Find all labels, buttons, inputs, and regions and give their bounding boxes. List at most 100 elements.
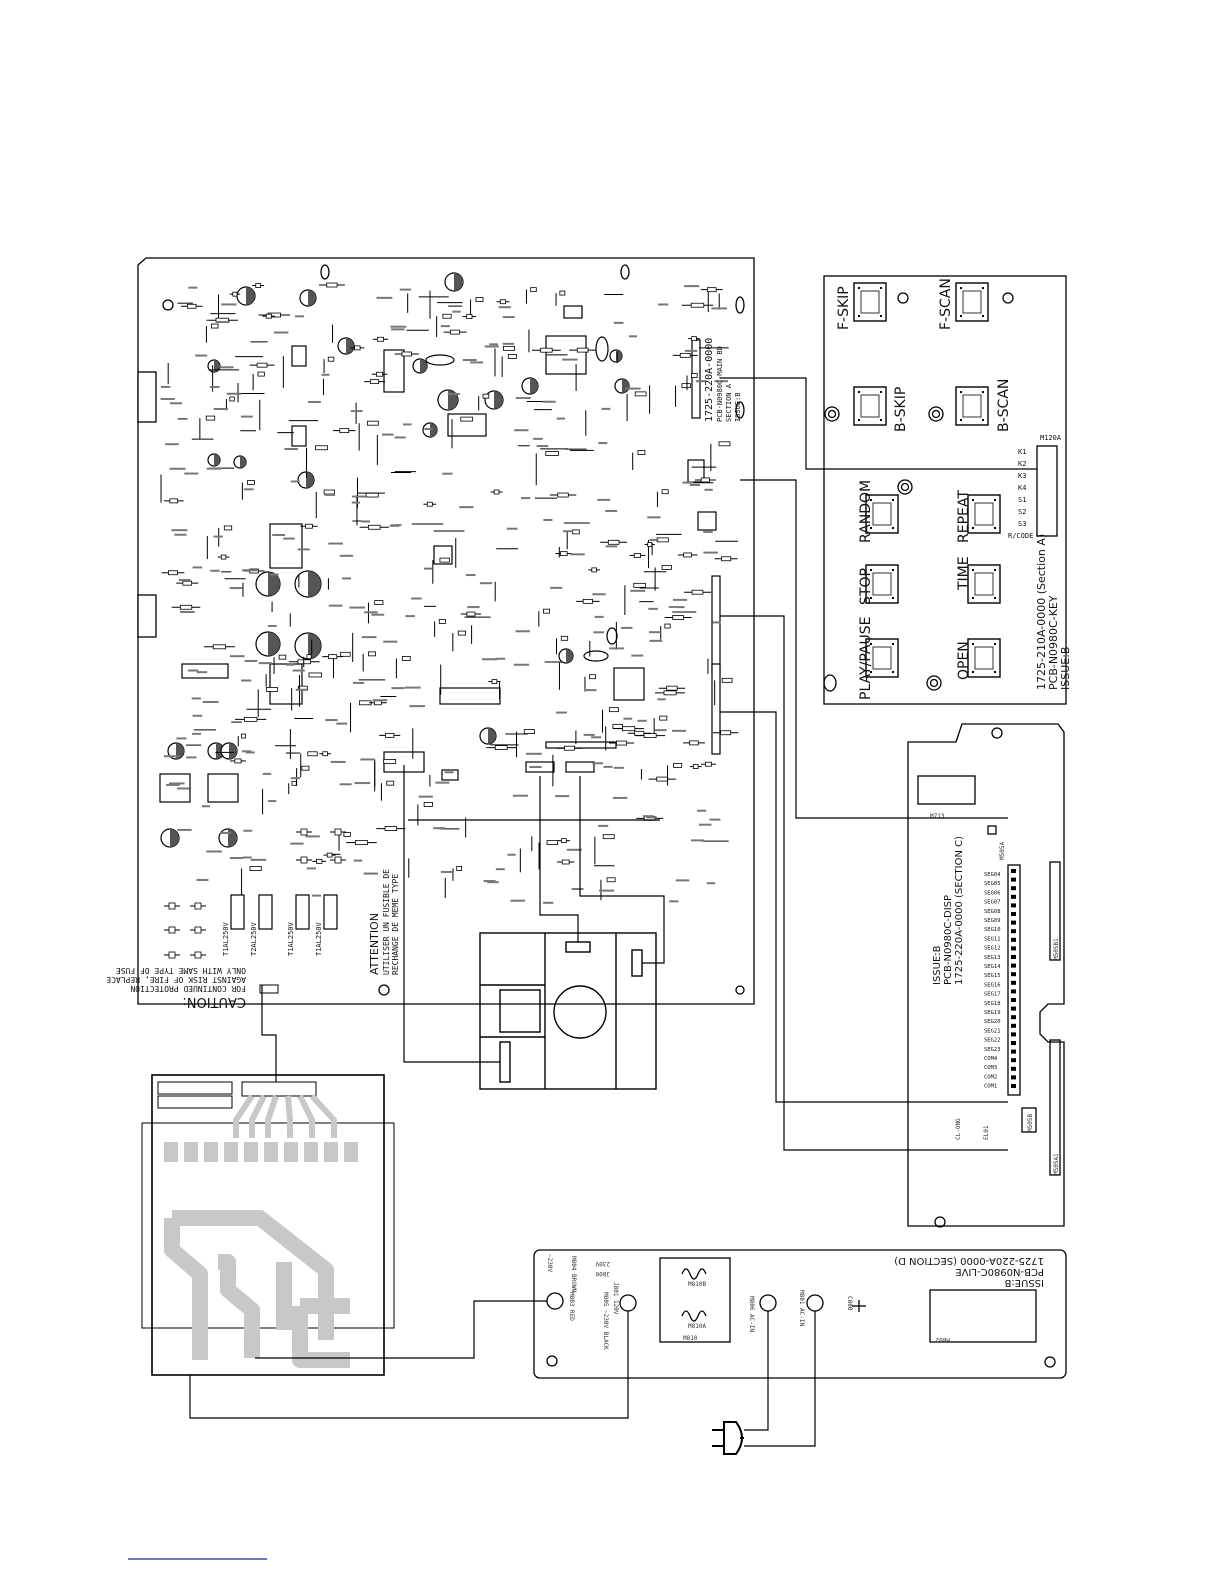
part-label bbox=[506, 527, 518, 530]
resistor bbox=[426, 501, 433, 507]
capacitor-band bbox=[488, 728, 496, 744]
capacitor-band bbox=[214, 360, 220, 372]
ic-package bbox=[565, 761, 595, 773]
part-label bbox=[229, 655, 245, 658]
part-label bbox=[435, 781, 450, 784]
capacitor-band bbox=[530, 378, 538, 394]
resistor bbox=[460, 416, 473, 422]
resistor bbox=[370, 379, 380, 385]
part-label bbox=[209, 386, 220, 389]
tact-switch-inner bbox=[962, 290, 982, 314]
key-pin-s2: S2 bbox=[1018, 508, 1026, 516]
capacitor-body bbox=[194, 902, 202, 910]
capacitor-band bbox=[420, 359, 427, 373]
resistor bbox=[169, 498, 179, 504]
transformer-pad bbox=[244, 1142, 258, 1162]
tact-switch-pad bbox=[994, 499, 996, 501]
tact-switch bbox=[853, 386, 887, 426]
line-label-m805: M805 ~230V BLACK bbox=[602, 1292, 609, 1350]
part-label bbox=[196, 878, 209, 881]
part-label bbox=[192, 732, 202, 735]
part-label bbox=[196, 671, 208, 674]
display-pin bbox=[1011, 972, 1016, 977]
tact-switch bbox=[865, 564, 899, 604]
display-pin bbox=[1011, 1023, 1016, 1028]
crystal bbox=[583, 650, 609, 662]
resistor bbox=[681, 383, 691, 389]
resistor bbox=[376, 371, 384, 377]
part-label bbox=[625, 387, 641, 390]
part-label bbox=[403, 423, 412, 426]
part-label bbox=[351, 495, 366, 498]
part-label bbox=[452, 310, 461, 313]
part-label bbox=[411, 597, 422, 600]
part-label bbox=[177, 787, 190, 790]
line-board-pcb: PCB-N0980C-LIVE bbox=[955, 1266, 1044, 1277]
part-label bbox=[682, 481, 694, 484]
part-label bbox=[267, 625, 277, 628]
resistor bbox=[499, 299, 506, 305]
part-label bbox=[215, 321, 230, 324]
key-pin-k4: K4 bbox=[1018, 484, 1026, 492]
part-label bbox=[242, 569, 258, 572]
resistor bbox=[689, 740, 699, 746]
resistor bbox=[266, 687, 278, 692]
resistor bbox=[718, 441, 731, 447]
resistor bbox=[182, 580, 193, 586]
resistor bbox=[211, 323, 219, 329]
capacitor-body bbox=[334, 828, 342, 836]
part-label bbox=[675, 879, 690, 882]
part-label bbox=[647, 516, 661, 519]
ic-package bbox=[441, 769, 459, 781]
resistor bbox=[232, 291, 238, 297]
resistor bbox=[354, 840, 368, 846]
segment-label: SEG18 bbox=[984, 1001, 1001, 1007]
part-label bbox=[669, 900, 679, 903]
tact-switch-pad bbox=[892, 643, 894, 645]
tact-switch-pad bbox=[972, 597, 974, 599]
display-conn-cl-ong: CL-ONG bbox=[955, 1118, 962, 1140]
capacitor-band bbox=[308, 571, 321, 597]
part-label bbox=[592, 762, 604, 765]
resistor bbox=[255, 283, 261, 288]
resistor bbox=[340, 651, 351, 657]
tact-switch-pad bbox=[880, 287, 882, 289]
part-label bbox=[512, 794, 529, 797]
display-board-issue: ISSUE:B bbox=[932, 945, 943, 985]
resistor bbox=[666, 685, 678, 691]
part-label bbox=[556, 711, 567, 714]
resistor bbox=[679, 352, 691, 358]
tact-switch-pad bbox=[892, 499, 894, 501]
ac-plug-icon bbox=[712, 1421, 744, 1455]
cd-mechanism bbox=[479, 932, 657, 1090]
part-label bbox=[311, 894, 322, 897]
display-segment-labels: SEG04SEG05SEG06SEG07SEG08SEG09SEG10SEG11… bbox=[984, 872, 1001, 1090]
display-conn-m505b1: M505B1 bbox=[1053, 938, 1060, 960]
part-label bbox=[709, 818, 721, 821]
segment-label: SEG11 bbox=[984, 936, 1001, 942]
part-label bbox=[423, 567, 433, 570]
display-pin bbox=[1011, 955, 1016, 959]
part-label bbox=[286, 663, 295, 666]
segment-label: SEG20 bbox=[984, 1019, 1001, 1025]
part-label bbox=[495, 657, 506, 660]
part-label bbox=[184, 472, 199, 475]
key-board bbox=[823, 275, 1067, 705]
part-label bbox=[613, 766, 624, 769]
key-labels: F-SKIP F-SCAN B-SKIP B-SCAN RANDOM REPEA… bbox=[836, 278, 1012, 700]
display-connector-labels: M713 M505A M505B1 M505A1 M505B EL01 CL-O… bbox=[930, 813, 1060, 1175]
resistor bbox=[721, 556, 732, 562]
display-board bbox=[907, 723, 1065, 1228]
resistor bbox=[690, 302, 705, 308]
resistor bbox=[561, 859, 570, 865]
segment-label: SEG06 bbox=[984, 890, 1001, 896]
resistor bbox=[327, 356, 335, 362]
part-label bbox=[381, 433, 394, 436]
resistor bbox=[560, 635, 569, 641]
tact-switch-pad bbox=[880, 391, 882, 393]
resistor bbox=[503, 345, 516, 351]
resistor bbox=[540, 347, 553, 353]
tact-switch-inner bbox=[860, 290, 880, 314]
tact-switch-inner bbox=[974, 502, 994, 526]
part-label bbox=[177, 828, 192, 831]
